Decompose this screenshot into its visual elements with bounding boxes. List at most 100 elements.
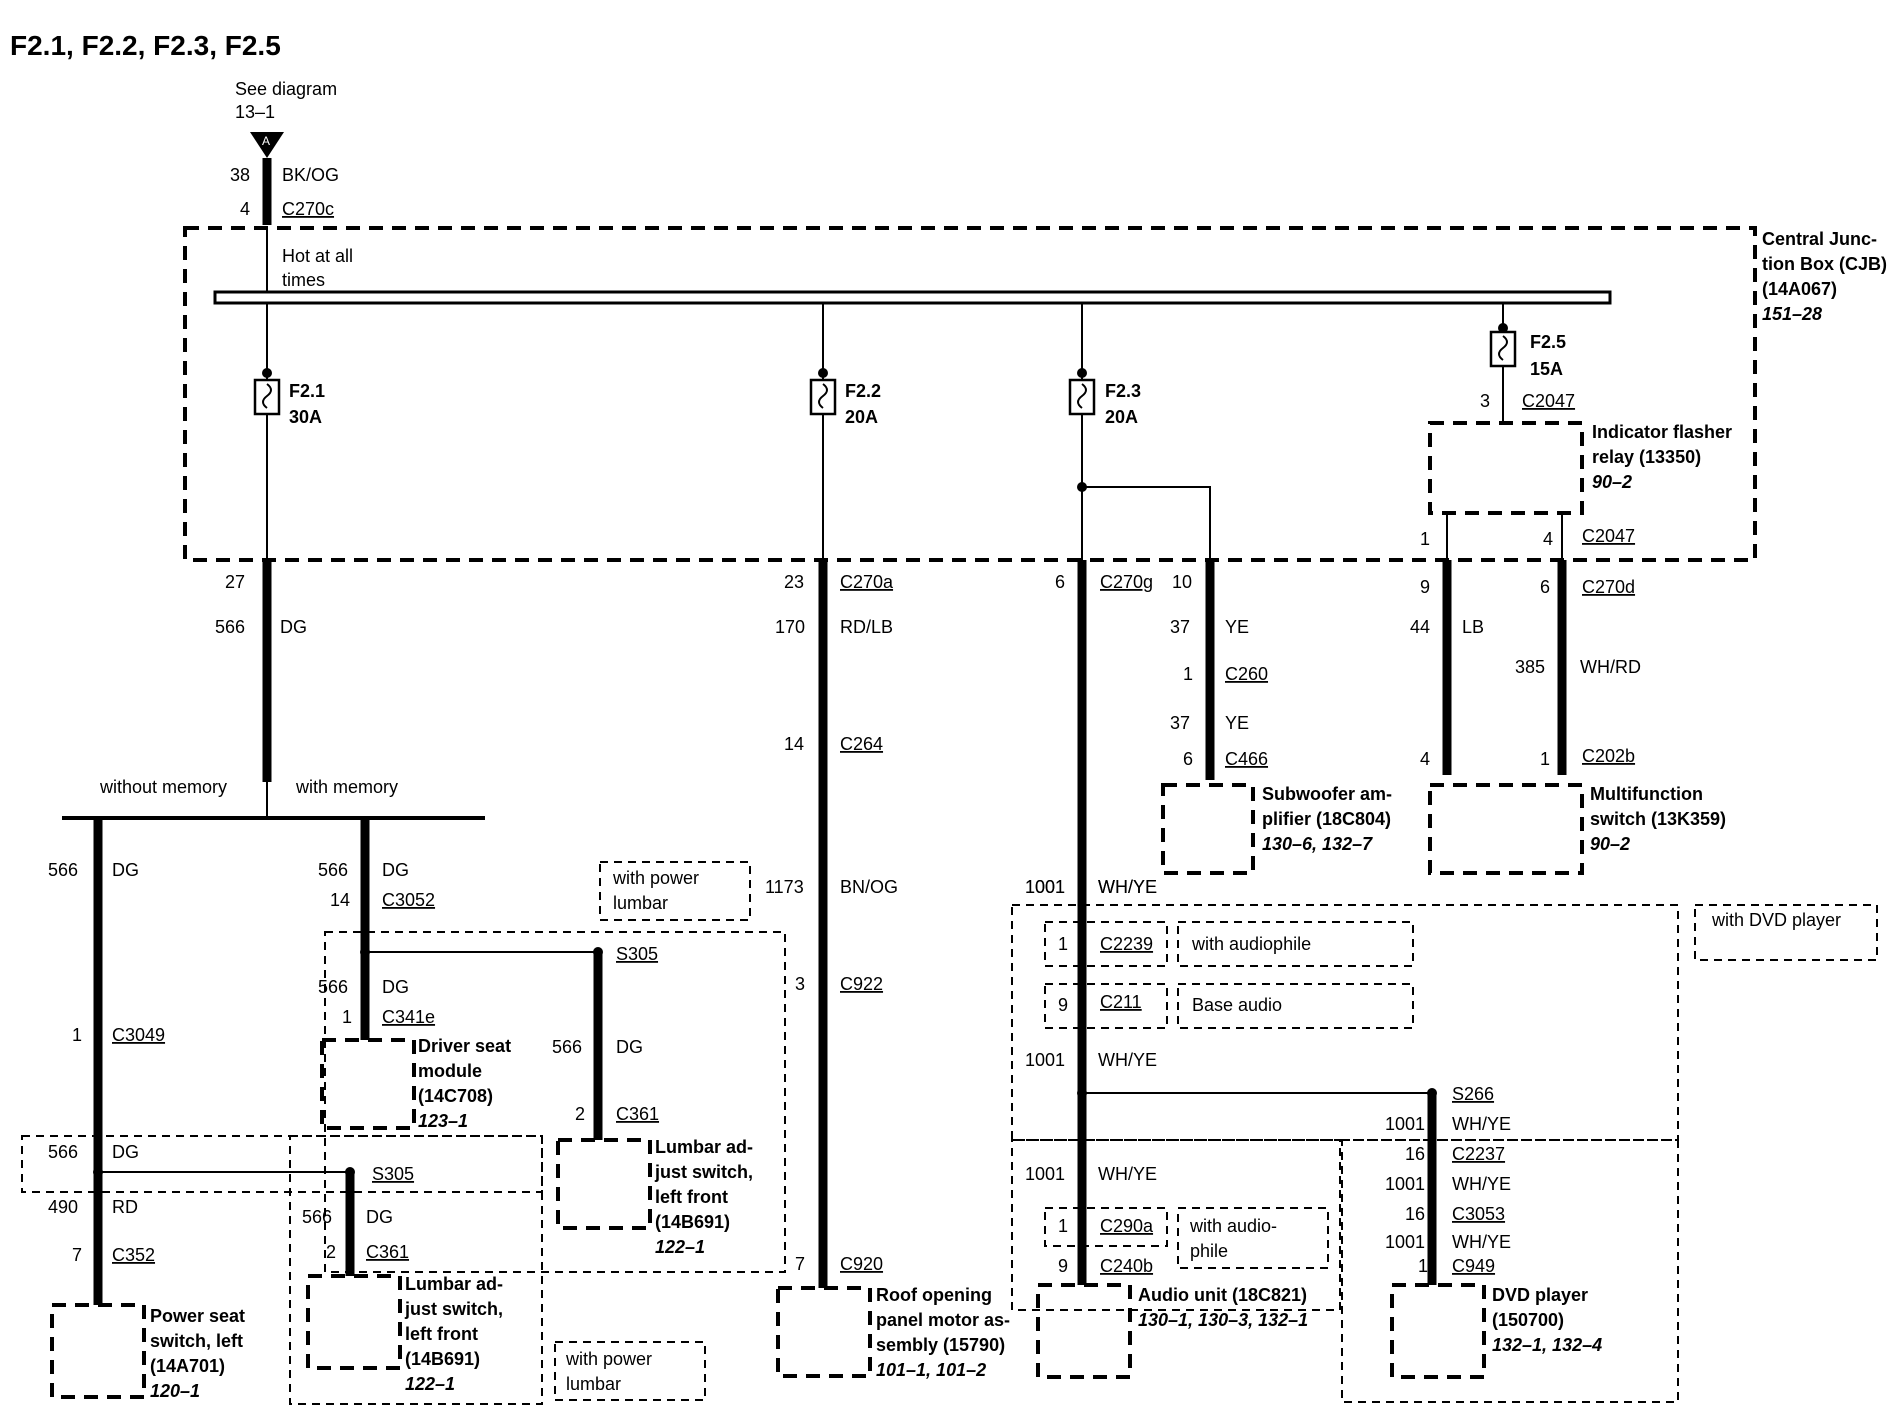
sub-pin: 1	[1183, 664, 1193, 684]
opt-power-lumbar-b1: with power	[565, 1349, 652, 1369]
audio-color: WH/YE	[1098, 877, 1157, 897]
whrd-circuit: 385	[1515, 657, 1545, 677]
c290a-conn: C290a	[1100, 1216, 1154, 1236]
power-seat-l3: (14A701)	[150, 1356, 225, 1376]
relay-label-2: relay (13350)	[1592, 447, 1701, 467]
dvd-c5: 1001	[1385, 1232, 1425, 1252]
c240b-conn: C240b	[1100, 1256, 1153, 1276]
driver-seat-module	[320, 1038, 416, 1130]
power-seat-switch	[50, 1303, 146, 1399]
left-color4: DG	[366, 1207, 393, 1227]
diagram-title: F2.1, F2.2, F2.3, F2.5	[10, 30, 281, 61]
mem-circuit: 566	[318, 860, 348, 880]
f21-out-circuit: 566	[215, 617, 245, 637]
dvd-ref: 132–1, 132–4	[1492, 1335, 1602, 1355]
left-color: DG	[112, 860, 139, 880]
hot-label-2: times	[282, 270, 325, 290]
left-conn3: C352	[112, 1245, 155, 1265]
connector-marker-label: A	[262, 134, 270, 148]
fuse-f23-rating: 20A	[1105, 407, 1138, 427]
dvd-pin2: 16	[1405, 1144, 1425, 1164]
fuse-f22-name: F2.2	[845, 381, 881, 401]
source-ref-line1: See diagram	[235, 79, 337, 99]
mem-conn2: C341e	[382, 1007, 435, 1027]
f23-sub-pin: 10	[1172, 572, 1192, 592]
roof-motor	[776, 1286, 872, 1378]
relay-pin1: 1	[1420, 529, 1430, 549]
sub-color2: YE	[1225, 713, 1249, 733]
lb-circuit: 44	[1410, 617, 1430, 637]
left-color3: RD	[112, 1197, 138, 1217]
fuse-f21-rating: 30A	[289, 407, 322, 427]
relay-pin4: 4	[1543, 529, 1553, 549]
input-pin: 4	[240, 199, 250, 219]
f23-color: WH/YE	[1098, 877, 1157, 897]
mem-conn: C3052	[382, 890, 435, 910]
left-circuit4: 566	[302, 1207, 332, 1227]
f22-circuit2: 1173	[765, 877, 804, 897]
mem-circuit2: 566	[318, 977, 348, 997]
c211-conn: C211	[1100, 992, 1142, 1012]
dvd-c3: 1001	[1385, 1174, 1425, 1194]
f22-conn4: C920	[840, 1254, 883, 1274]
dvd-c5-color: WH/YE	[1452, 1232, 1511, 1252]
mem-pin3: 2	[575, 1104, 585, 1124]
opt-dvd: with DVD player	[1711, 910, 1841, 930]
fuse-f25-name: F2.5	[1530, 332, 1566, 352]
f22-pin4: 7	[795, 1254, 805, 1274]
driver-seat-l2: module	[418, 1061, 482, 1081]
sub-circuit: 37	[1170, 617, 1190, 637]
opt-power-lumbar-a1: with power	[612, 868, 699, 888]
relay-label-1: Indicator flasher	[1592, 422, 1732, 442]
mem-pin: 14	[330, 890, 350, 910]
f23-conn: C270g	[1100, 572, 1153, 592]
left-circuit2: 566	[48, 1142, 78, 1162]
lb-pin: 9	[1420, 577, 1430, 597]
mem-color: DG	[382, 860, 409, 880]
mem-circuit3: 566	[552, 1037, 582, 1057]
fuse-f22-icon	[809, 378, 837, 416]
f22-conn2: C264	[840, 734, 883, 754]
dvd-c3-color: WH/YE	[1452, 1174, 1511, 1194]
multifunction-switch	[1428, 783, 1584, 875]
fuse-f25-rating: 15A	[1530, 359, 1563, 379]
relay-conn-top: C2047	[1522, 391, 1575, 411]
whrd-color: WH/RD	[1580, 657, 1641, 677]
left-conn4: C361	[366, 1242, 409, 1262]
audio-circuit3: 1001	[1025, 1164, 1065, 1184]
sub-circuit2: 37	[1170, 713, 1190, 733]
roof-l1: Roof opening	[876, 1285, 992, 1305]
f22-pin3: 3	[795, 974, 805, 994]
sub-l2: plifier (18C804)	[1262, 809, 1391, 829]
driver-seat-l1: Driver seat	[418, 1036, 511, 1056]
fuse-f23-name: F2.3	[1105, 381, 1141, 401]
label-with-memory: with memory	[295, 777, 398, 797]
left-pin3: 7	[72, 1245, 82, 1265]
left-circuit: 566	[48, 860, 78, 880]
dvd-conn4: C3053	[1452, 1204, 1505, 1224]
lb-pin-bottom: 4	[1420, 749, 1430, 769]
f22-conn: C270a	[840, 572, 894, 592]
f22-circuit: 170	[775, 617, 805, 637]
lumbar-left-l3: left front	[405, 1324, 478, 1344]
opt-base-audio: Base audio	[1192, 995, 1282, 1015]
opt-power-lumbar-a2: lumbar	[613, 893, 668, 913]
lumbar-right-ref: 122–1	[655, 1237, 705, 1257]
power-bus-bar	[213, 290, 1612, 305]
sub-color: YE	[1225, 617, 1249, 637]
left-pin4: 2	[326, 1242, 336, 1262]
fuse-f22-rating: 20A	[845, 407, 878, 427]
opt-audio-phile-1: with audio-	[1189, 1216, 1277, 1236]
hot-label-1: Hot at all	[282, 246, 353, 266]
dvd-pin6: 1	[1418, 1256, 1428, 1276]
relay-pin-top: 3	[1480, 391, 1490, 411]
s266-splice: S266	[1452, 1084, 1494, 1104]
dvd-conn6: C949	[1452, 1256, 1495, 1276]
dvd-c1: 1001	[1385, 1114, 1425, 1134]
mem-conn3: C361	[616, 1104, 659, 1124]
driver-seat-ref: 123–1	[418, 1111, 468, 1131]
f23-pin: 6	[1055, 572, 1065, 592]
sub-conn: C260	[1225, 664, 1268, 684]
mem-pin2: 1	[342, 1007, 352, 1027]
